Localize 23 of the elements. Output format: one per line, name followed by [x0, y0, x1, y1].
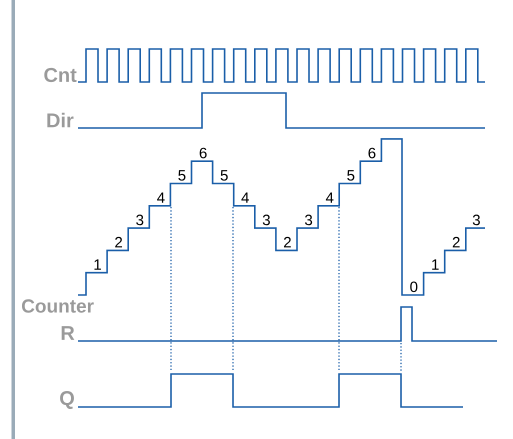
count-value: 5 — [178, 170, 186, 181]
count-value: 1 — [432, 259, 439, 270]
count-value: 5 — [347, 170, 354, 181]
count-value: 6 — [200, 148, 207, 158]
count-value: 4 — [241, 192, 249, 203]
signal-label: Dir — [47, 112, 74, 128]
count-value: 4 — [326, 192, 334, 203]
count-value: 6 — [368, 148, 376, 158]
count-value: 1 — [94, 259, 101, 270]
count-value: 3 — [262, 214, 270, 226]
signal-label: R — [62, 326, 74, 340]
count-value: 2 — [284, 236, 291, 248]
count-value: 3 — [472, 214, 480, 226]
count-value: 4 — [157, 192, 165, 203]
count-value: 2 — [452, 236, 460, 248]
count-value: 3 — [305, 214, 312, 226]
count-value: 2 — [115, 236, 122, 248]
signal-label: Cnt — [44, 68, 77, 82]
count-value: 0 — [410, 282, 418, 292]
count-value: 3 — [136, 214, 144, 226]
signal-label: Counter — [22, 299, 94, 313]
signal-label: Q — [60, 391, 74, 409]
count-value: 5 — [220, 170, 228, 181]
